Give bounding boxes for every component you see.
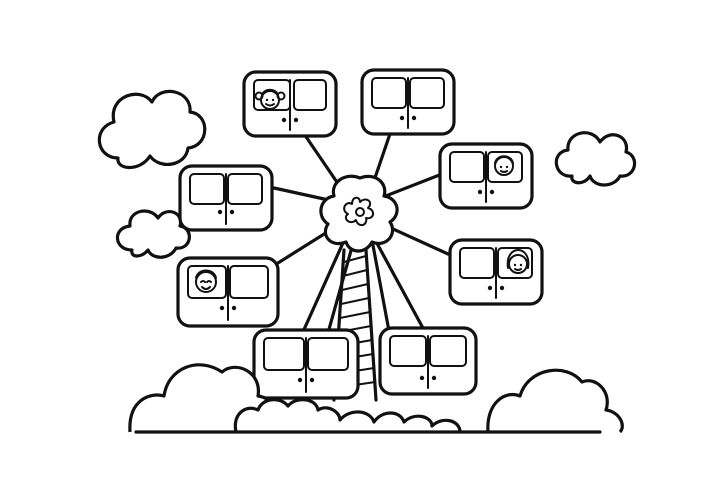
passenger-child-smiling bbox=[196, 271, 216, 293]
gondola-right-upper bbox=[440, 144, 532, 208]
gondola-top-right bbox=[362, 70, 454, 134]
cloud-left-large bbox=[99, 91, 204, 167]
passenger-boy bbox=[495, 156, 513, 175]
gondola-bottom-left bbox=[254, 330, 358, 398]
gondola-left-lower bbox=[178, 258, 278, 326]
passenger-girl bbox=[508, 250, 529, 273]
bushes-ground bbox=[130, 365, 622, 432]
cloud-right bbox=[556, 133, 634, 185]
wheel-hub-flower bbox=[321, 176, 397, 251]
gondola-left bbox=[180, 166, 272, 230]
gondola-bottom-right bbox=[380, 328, 476, 394]
cloud-left-small bbox=[117, 211, 189, 257]
passenger-girl-pigtails bbox=[256, 90, 285, 109]
gondola-top-left bbox=[244, 72, 336, 136]
gondola-right-lower bbox=[450, 240, 542, 304]
